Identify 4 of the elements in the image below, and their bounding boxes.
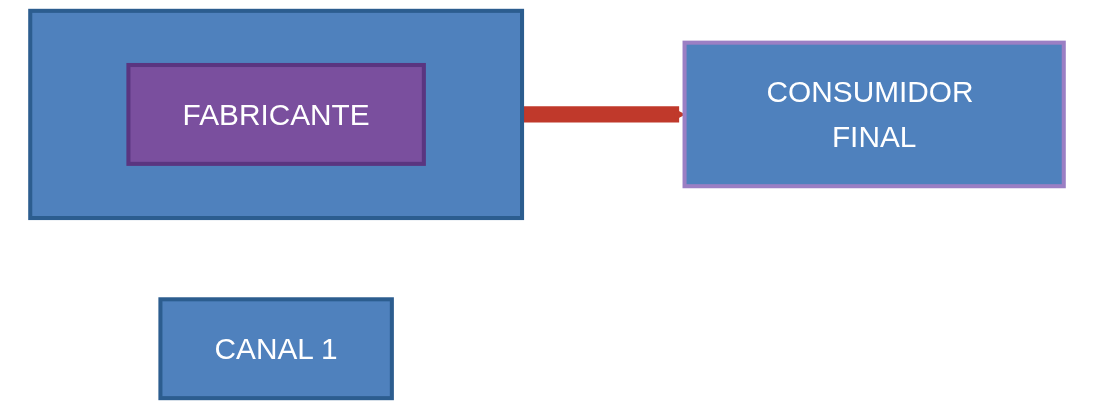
node-box: CONSUMIDOR FINAL [682,40,1066,189]
node-box: FABRICANTE [126,63,426,166]
cluster [28,8,525,221]
node-box: CANAL 1 [158,297,394,401]
